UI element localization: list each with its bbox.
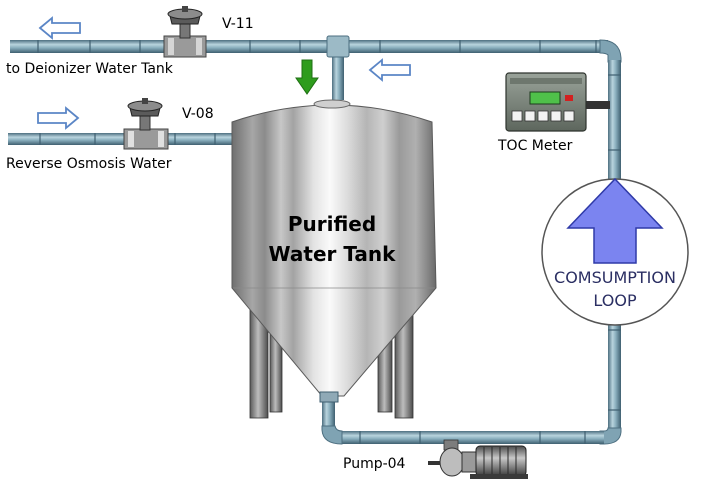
purified-water-tank — [231, 99, 437, 419]
deionizer-tank-label: to Deionizer Water Tank — [6, 61, 173, 77]
valve-v08-label: V-08 — [182, 106, 214, 122]
ro-water-label: Reverse Osmosis Water — [6, 156, 172, 172]
valve-v11[interactable] — [163, 6, 207, 58]
loop-label-line2: LOOP — [593, 291, 637, 310]
loop-up-arrow — [566, 177, 664, 264]
loop-label-line1: COMSUMPTION — [554, 268, 676, 287]
toc-meter-label: TOC Meter — [498, 138, 573, 154]
pipe-network — [8, 35, 622, 445]
inlet-down-arrow — [295, 59, 319, 95]
flow-arrow-left-mid — [368, 58, 411, 82]
tank-title-line2: Water Tank — [268, 242, 396, 266]
pipe-elbow-bottom-left — [321, 425, 343, 445]
pipe-elbow-top-right — [599, 39, 622, 63]
tee-fitting — [326, 35, 350, 58]
ro-inlet-pipe — [8, 133, 236, 145]
top-pipe — [10, 40, 608, 53]
tank-title-line1: Purified — [287, 212, 377, 236]
bottom-pipe — [338, 431, 604, 444]
consumption-loop — [541, 177, 689, 326]
flow-arrow-right-inlet — [37, 106, 80, 130]
valve-v08[interactable] — [123, 98, 169, 150]
valve-v11-label: V-11 — [222, 16, 254, 32]
pump-04[interactable] — [428, 439, 528, 479]
flow-arrow-left-top — [38, 16, 81, 40]
pump-04-label: Pump-04 — [343, 456, 406, 472]
toc-meter[interactable] — [505, 72, 610, 132]
tank-outlet-pipe — [322, 396, 335, 430]
tee-drop-pipe — [332, 52, 344, 100]
